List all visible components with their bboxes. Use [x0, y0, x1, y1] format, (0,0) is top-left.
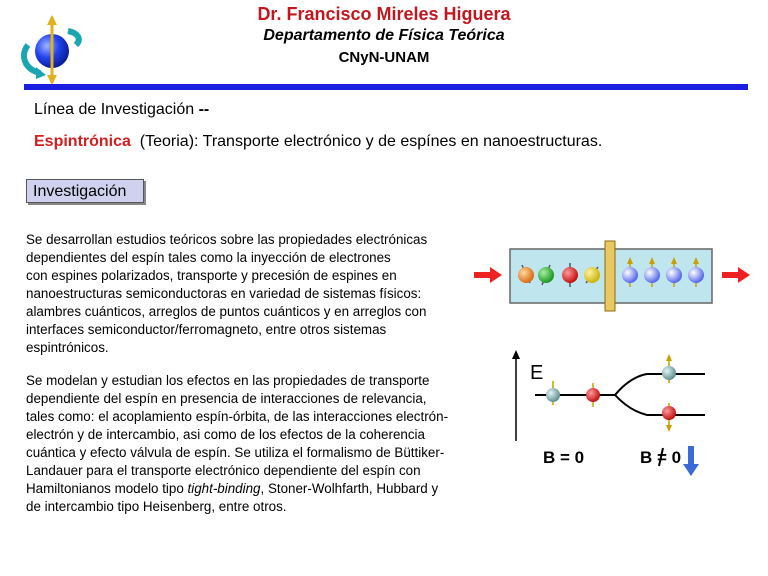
- topic-description: (Teoria): Transporte electrónico y de es…: [139, 133, 603, 150]
- line-italic: tight-binding: [187, 481, 261, 496]
- paragraph-line: electrón y de intercambio, asi como de l…: [26, 427, 425, 442]
- b-zero-label: B = 0: [543, 448, 585, 467]
- line-text: Hamiltonianos modelo tipo: [26, 481, 188, 496]
- research-line-dashes: --: [198, 101, 210, 118]
- topic-keyword: Espintrónica: [34, 133, 131, 150]
- line-text: , Stoner-Wolhfarth, Hubbard y: [260, 481, 439, 496]
- field-indicator: [658, 446, 699, 476]
- research-topic: Espintrónica (Teoria): Transporte electr…: [34, 133, 602, 151]
- energy-axis-label: E: [530, 362, 544, 384]
- section-box-investigacion: Investigación: [26, 179, 144, 203]
- research-line-label: Línea de Investigación: [34, 101, 195, 118]
- paragraph-line: interfaces semiconductor/ferromagneto, e…: [26, 322, 387, 337]
- paragraph-line: alambres cuánticos, arreglos de puntos c…: [26, 304, 427, 319]
- paragraph-line: espintrónicos.: [26, 340, 109, 355]
- paragraph-studies: Se desarrollan estudios teóricos sobre l…: [26, 231, 486, 357]
- header-name: Dr. Francisco Mireles Higuera: [257, 4, 511, 24]
- quantum-wire-diagram: [474, 240, 750, 312]
- paragraph-line: cuántica y efecto válvula de espín. Se u…: [26, 445, 445, 460]
- header-divider: [24, 84, 748, 90]
- research-line: Línea de Investigación --: [34, 101, 209, 119]
- paragraph-models: Se modelan y estudian los efectos en las…: [26, 372, 522, 516]
- paragraph-line: nanoestructuras semiconductoras en varie…: [26, 286, 422, 301]
- paragraph-line: tales como: el acoplamiento espín-órbita…: [26, 409, 449, 424]
- header-department: Departamento de Física Teórica: [263, 27, 505, 44]
- red-arrow-icon: [722, 267, 750, 283]
- paragraph-line: Landauer para el transporte electrónico …: [26, 463, 421, 478]
- paragraph-line: con espines polarizados, transporte y pr…: [26, 268, 397, 283]
- paragraph-line: dependiente del espín en presencia de in…: [26, 391, 427, 406]
- header-institution: CNyN-UNAM: [338, 49, 430, 66]
- zeeman-splitting-diagram: [512, 350, 705, 441]
- red-arrow-icon: [474, 267, 502, 283]
- paragraph-line: dependientes del espín tales como la iny…: [26, 250, 391, 265]
- paragraph-line: Se desarrollan estudios teóricos sobre l…: [26, 232, 428, 247]
- paragraph-line: Hamiltonianos modelo tipo tight-binding,…: [26, 480, 522, 498]
- paragraph-line: Se modelan y estudian los efectos en las…: [26, 373, 430, 388]
- spin-sphere-icon: [21, 15, 82, 85]
- paragraph-line: de intercambio tipo Heisenberg, entre ot…: [26, 499, 287, 514]
- down-arrow-icon: [683, 446, 699, 476]
